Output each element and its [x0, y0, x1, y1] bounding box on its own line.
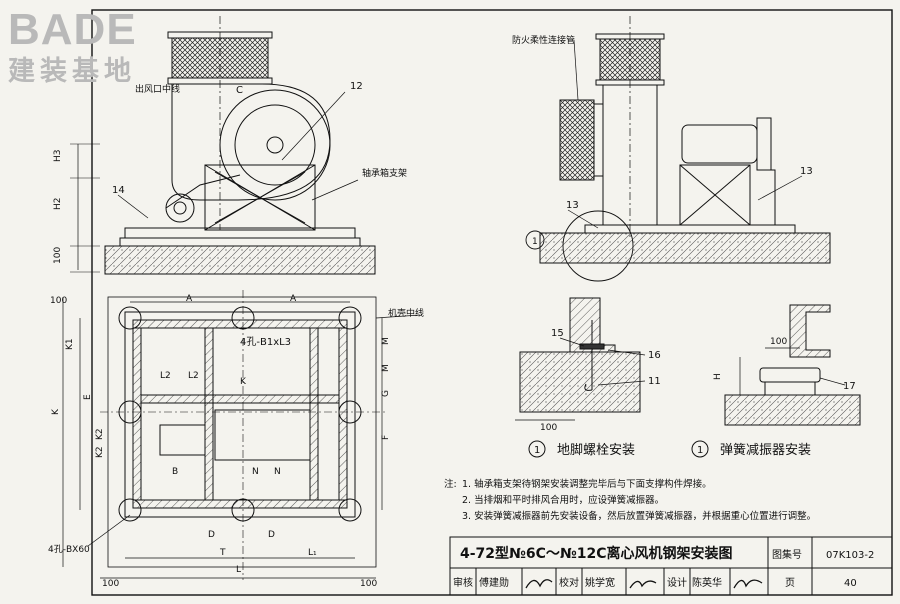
bade-logo: BADE 建装基地: [8, 5, 137, 87]
dim-100-plan-br: 100: [360, 579, 377, 589]
dim-k2-lower: K2: [95, 446, 105, 458]
flex-connector-inlet: [559, 99, 595, 181]
fire-flex-pipe-label: 防火柔性连接管: [512, 34, 575, 46]
front-elevation: [70, 16, 376, 275]
dim-100-plan-top: 100: [50, 296, 67, 306]
spring-isolator-detail: [724, 304, 861, 426]
atlas-number: 07K103-2: [826, 550, 874, 561]
dim-m-1: M: [381, 337, 391, 345]
callout-14: 14: [112, 185, 125, 196]
note-2: 2. 当排烟和平时排风合用时，应设弹簧减振器。: [462, 494, 664, 506]
logo-brand: BADE: [8, 5, 137, 54]
dim-l2-left: L2: [160, 371, 171, 381]
dim-l2-right: L2: [188, 371, 199, 381]
dim-a-right: A: [290, 294, 297, 304]
dim-h2: H2: [53, 198, 63, 211]
outlet-centerline-label: 出风口中线: [135, 83, 180, 95]
bearing-support: [214, 409, 311, 461]
dim-100-anchor: 100: [540, 423, 557, 433]
fan-housing: [171, 83, 331, 201]
tag-c-label: C: [236, 85, 243, 96]
check-label: 校对: [559, 576, 579, 589]
side-foundation: [539, 232, 831, 264]
anchor-detail-number: 1: [534, 445, 540, 456]
dim-a-left: A: [186, 294, 193, 304]
dim-h3: H3: [53, 150, 63, 163]
dim-k2-upper: K2: [95, 428, 105, 440]
notes-head: 注:: [444, 478, 457, 490]
page-label: 页: [785, 577, 795, 589]
callout-11: 11: [648, 376, 661, 387]
dim-100-spring: 100: [770, 337, 787, 347]
dim-k1: K1: [65, 338, 75, 350]
atlas-label: 图集号: [772, 548, 802, 561]
callout-13-left: 13: [566, 200, 579, 211]
page-number: 40: [844, 578, 857, 589]
dim-n-left: N: [252, 467, 259, 477]
note-1: 1. 轴承箱支架待钢架安装调整完毕后与下面支撑构件焊接。: [462, 478, 712, 490]
side-base-frame: [584, 224, 796, 234]
flex-connector-top: [171, 35, 269, 81]
callout-17: 17: [843, 381, 856, 392]
callout-13-right: 13: [800, 166, 813, 177]
dim-d-right: D: [268, 530, 275, 540]
plan-outline: [107, 296, 377, 568]
anchor-bolt-detail: [515, 297, 646, 421]
tag-b-label: B: [172, 467, 178, 477]
spring-detail-title: 弹簧减振器安装: [720, 442, 811, 458]
detail-circle: [562, 210, 634, 282]
holes-b1-label: 4孔-B1xL3: [240, 336, 291, 348]
motor: [681, 124, 758, 164]
casing-centerline-label: 机壳中线: [388, 307, 424, 319]
spring-detail-number: 1: [697, 445, 703, 456]
review-label: 审核: [453, 576, 473, 589]
design-label: 设计: [667, 576, 687, 589]
note-3: 3. 安装弹簧减振器前先安装设备，然后放置弹簧减振器，并根据重心位置进行调整。: [462, 510, 816, 522]
dim-f: F: [381, 435, 391, 440]
callout-15: 15: [551, 328, 564, 339]
callout-1-circle: 1: [532, 237, 538, 247]
dim-n-right: N: [274, 467, 281, 477]
design-name: 陈英华: [692, 576, 722, 589]
side-elevation: [525, 16, 831, 282]
dim-g: G: [381, 390, 391, 397]
concrete-foundation: [104, 245, 376, 275]
holes-bx-label: 4孔-BX60: [48, 544, 90, 555]
callout-12: 12: [350, 81, 363, 92]
dim-t: T: [219, 548, 226, 558]
dim-100-plan-bl: 100: [102, 579, 119, 589]
dim-k: K: [51, 408, 61, 415]
dim-m-2: M: [381, 364, 391, 372]
bearing-bracket-label: 轴承箱支架: [362, 167, 407, 179]
drawing-title: 4-72型№6C～№12C离心风机钢架安装图: [460, 545, 733, 562]
review-name: 傅建勋: [479, 576, 509, 589]
dim-l1: L₁: [308, 548, 317, 558]
steel-frame: [124, 311, 356, 518]
bearing-bracket-frame: [204, 164, 316, 231]
tag-k-label: K: [240, 377, 247, 387]
plan-view: [62, 290, 421, 580]
dim-l: L: [236, 565, 241, 575]
logo-subtitle: 建装基地: [8, 56, 136, 87]
dim-100-left: 100: [53, 247, 63, 264]
dim-h-spring: H: [713, 373, 723, 380]
check-name: 姚学宽: [585, 576, 615, 589]
dim-e: E: [83, 394, 93, 400]
title-block: [449, 536, 893, 596]
anchor-detail-title: 地脚螺栓安装: [557, 442, 635, 458]
callout-16: 16: [648, 350, 661, 361]
dim-d-left: D: [208, 530, 215, 540]
